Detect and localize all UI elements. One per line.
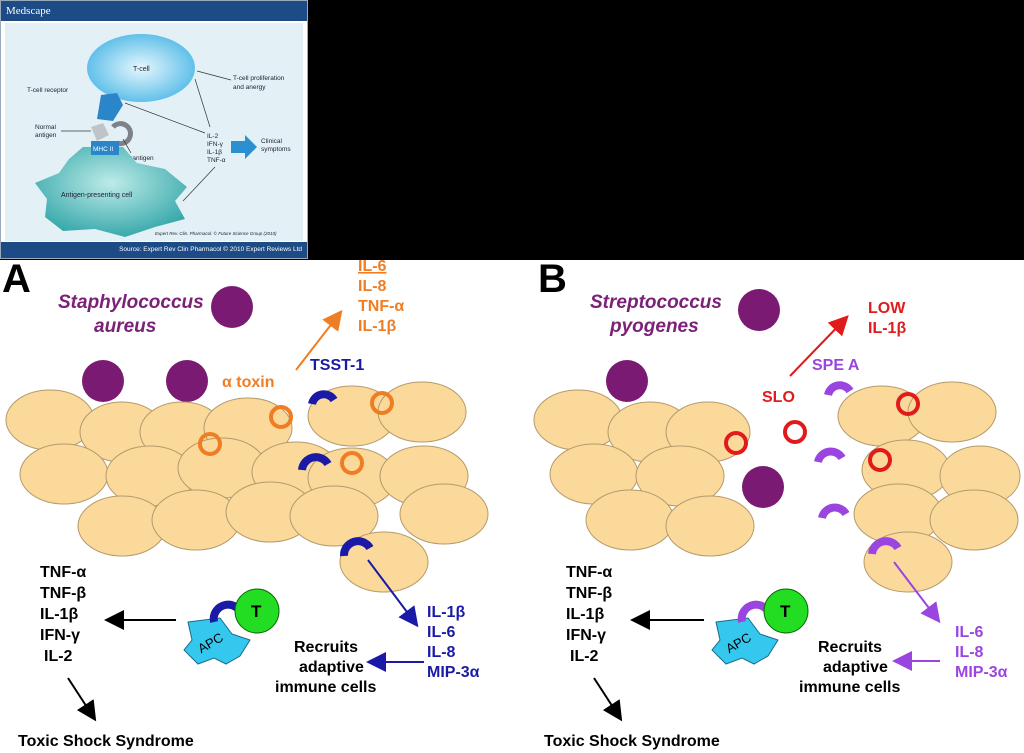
recruits-a: Recruits bbox=[294, 639, 358, 656]
recruits-a: immune cells bbox=[275, 679, 376, 696]
tcr-shape bbox=[97, 93, 123, 121]
inset-credit: Expert Rev. Clin. Pharmacol. © Future Sc… bbox=[155, 230, 277, 236]
cyto-left-a: TNF-α bbox=[40, 564, 86, 581]
arrow-to-shock-a bbox=[67, 677, 97, 722]
cyto-left-a: IL-2 bbox=[44, 648, 73, 665]
cyto-right-a: MIP-3α bbox=[427, 664, 480, 681]
recruits-b: adaptive bbox=[823, 659, 888, 676]
inset-normal-2: antigen bbox=[35, 132, 57, 139]
inset-clin-2: symptoms bbox=[261, 146, 291, 153]
inset-prolif-2: and anergy bbox=[233, 84, 266, 91]
panel-b-species-line1: Streptococcus bbox=[590, 292, 722, 313]
slo-pores bbox=[724, 392, 920, 472]
apc-shape bbox=[35, 147, 187, 237]
inset-tcr-label: T-cell receptor bbox=[27, 87, 69, 94]
cyto-right-b: IL-8 bbox=[955, 644, 984, 661]
t-label-b: T bbox=[780, 602, 791, 621]
alpha-toxin-label: α toxin bbox=[222, 374, 275, 391]
cyto-right-b: IL-6 bbox=[955, 624, 984, 641]
cyto-left-a: IFN-γ bbox=[40, 627, 80, 644]
arrow-cells-to-cytokines-b bbox=[893, 561, 941, 624]
tsst-1-molecules bbox=[298, 390, 374, 557]
recruits-b: immune cells bbox=[799, 679, 900, 696]
inset-mhc-label: MHC II bbox=[93, 146, 113, 153]
t-cell-a bbox=[234, 588, 280, 634]
t-cell-b bbox=[763, 588, 809, 634]
low-label: LOW bbox=[868, 300, 906, 317]
cyto-top-a: IL-6 bbox=[358, 258, 387, 275]
cyto-left-a: TNF-β bbox=[40, 585, 86, 602]
inset-prolif-1: T-cell proliferation bbox=[233, 75, 285, 82]
cyto-right-a: IL-1β bbox=[427, 604, 465, 621]
inset-tnf: TNF-α bbox=[207, 157, 226, 164]
panel-a-species-line1: Staphylococcus bbox=[58, 292, 204, 313]
t-cell-shape bbox=[87, 34, 195, 102]
slo-label: SLO bbox=[762, 389, 795, 406]
bacterium bbox=[82, 360, 124, 402]
cyto-top-a: TNF-α bbox=[358, 298, 404, 315]
bacterium bbox=[166, 360, 208, 402]
cyto-left-b: TNF-β bbox=[566, 585, 612, 602]
mhc-shape bbox=[91, 141, 119, 155]
panel-b-species-line2: pyogenes bbox=[609, 316, 699, 337]
cyto-left-b: TNF-α bbox=[566, 564, 612, 581]
epithelial-cells-a bbox=[5, 381, 489, 593]
panel-a-species-line2: aureus bbox=[94, 316, 156, 337]
bacterium bbox=[738, 289, 780, 331]
apc-cell-a bbox=[183, 617, 251, 665]
tsst-1-label: TSST-1 bbox=[310, 357, 364, 374]
spe-a-label: SPE A bbox=[812, 357, 860, 374]
inset-apc-label: Antigen-presenting cell bbox=[61, 192, 133, 199]
inset-tcell-label: T-cell bbox=[133, 66, 150, 73]
bacterium bbox=[606, 360, 648, 402]
cyto-right-b: MIP-3α bbox=[955, 664, 1008, 681]
inset-superantigen-label: Superantigen bbox=[115, 155, 154, 162]
recruits-a: adaptive bbox=[299, 659, 364, 676]
cyto-top-a: IL-8 bbox=[358, 278, 387, 295]
panel-b-letter: B bbox=[538, 257, 567, 301]
cyto-left-a: IL-1β bbox=[40, 606, 78, 623]
normal-antigen-shape bbox=[91, 123, 109, 141]
inset-il1: IL-1β bbox=[207, 149, 222, 156]
superantigen-inset-figure: Medscape T-cell T-cell receptor T-cell p… bbox=[0, 0, 308, 259]
inset-source: Source: Expert Rev Clin Pharmacol © 2010… bbox=[1, 242, 307, 258]
superantigen-shape bbox=[111, 121, 133, 147]
inset-ifn: IFN-γ bbox=[207, 141, 224, 148]
cyto-top-a: IL-1β bbox=[358, 318, 396, 335]
inset-body: T-cell T-cell receptor T-cell proliferat… bbox=[5, 23, 303, 241]
cyto-left-b: IL-2 bbox=[570, 648, 599, 665]
bacterium bbox=[211, 286, 253, 328]
arrow-alpha-to-cytokines bbox=[295, 309, 343, 371]
cyto-left-b: IFN-γ bbox=[566, 627, 606, 644]
bacterium bbox=[742, 466, 784, 508]
inset-il2: IL-2 bbox=[207, 133, 219, 140]
apc-cell-b bbox=[711, 617, 779, 665]
arrow-slo-to-low bbox=[789, 315, 849, 377]
panel-b: B Streptococcus pyogenes bbox=[533, 257, 1021, 750]
alpha-toxin-pores bbox=[198, 391, 394, 475]
cyto-left-b: IL-1β bbox=[566, 606, 604, 623]
spe-a-molecules bbox=[814, 381, 902, 555]
cyto-right-a: IL-6 bbox=[427, 624, 456, 641]
recruits-b: Recruits bbox=[818, 639, 882, 656]
epithelial-cells-b bbox=[533, 381, 1021, 593]
t-label-a: T bbox=[251, 602, 262, 621]
low-il-label: IL-1β bbox=[868, 320, 906, 337]
panel-a-letter: A bbox=[2, 257, 31, 301]
panel-a: A Staphylococcus aureus bbox=[2, 257, 489, 750]
inset-clin-1: Clinical bbox=[261, 138, 283, 145]
shock-a: Toxic Shock Syndrome bbox=[18, 733, 194, 750]
inset-diagram: T-cell T-cell receptor T-cell proliferat… bbox=[27, 34, 291, 237]
clinical-arrow-shape bbox=[231, 135, 257, 159]
inset-normal-1: Normal bbox=[35, 124, 57, 131]
cyto-right-a: IL-8 bbox=[427, 644, 456, 661]
arrow-cells-to-cytokines-a bbox=[367, 559, 419, 628]
shock-b: Toxic Shock Syndrome bbox=[544, 733, 720, 750]
arrow-to-shock-b bbox=[593, 677, 623, 722]
inset-header: Medscape bbox=[1, 1, 307, 21]
